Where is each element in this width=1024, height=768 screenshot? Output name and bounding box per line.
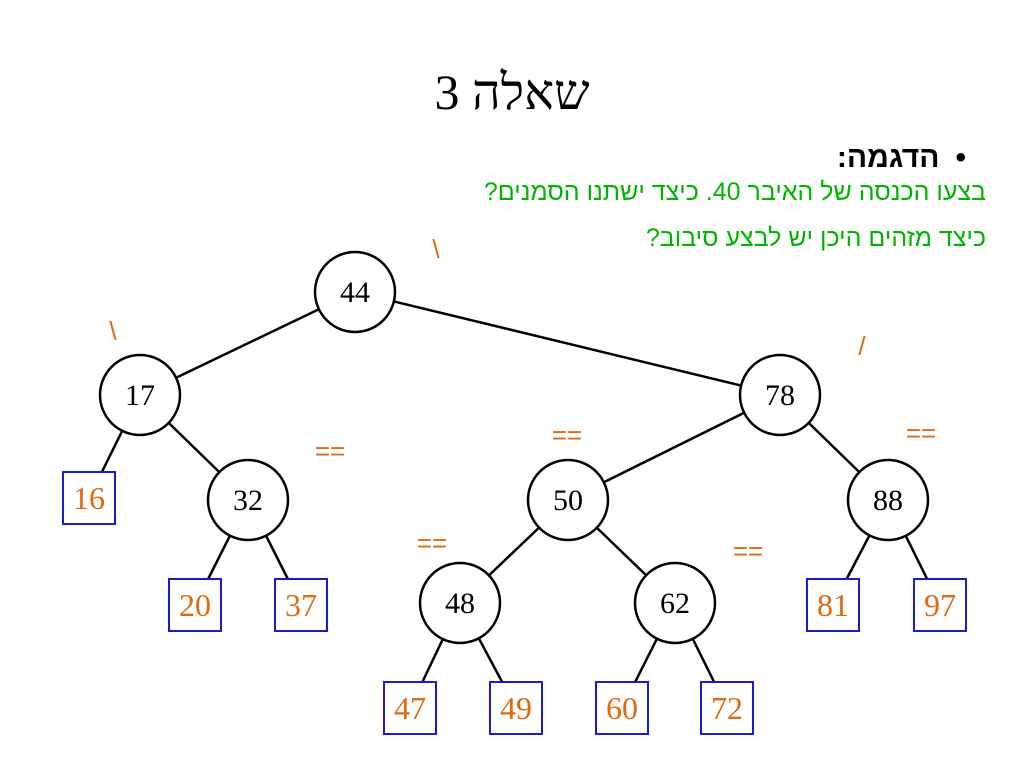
leaf-label: 60 — [606, 690, 638, 726]
node-label: 78 — [765, 379, 795, 412]
node-circle — [738, 353, 822, 437]
tree-leaves: 16 20 37 47 49 60 72 81 97 — [62, 471, 967, 735]
node-circle — [98, 353, 182, 437]
leaf-label: 81 — [817, 587, 849, 623]
node-label: 17 — [125, 379, 155, 412]
tree-node-44: 44 — [313, 250, 397, 334]
edge-n32-l37 — [264, 535, 289, 580]
leaf-box — [806, 578, 860, 632]
edge-n50-n48 — [488, 526, 540, 577]
edge-n78-n50 — [603, 411, 745, 484]
balance-mark-n44: \ — [432, 234, 440, 264]
node-circle — [633, 561, 717, 645]
edge-n17-l16 — [100, 430, 124, 473]
leaf-box — [913, 578, 967, 632]
node-label: 48 — [445, 587, 475, 620]
tree-leaf-97: 97 — [913, 578, 967, 632]
leaf-box — [62, 471, 116, 525]
balance-mark-n50: == — [552, 420, 582, 450]
question-line-1: בצעו הכנסה של האיבר 40. כיצד ישתנו הסמני… — [483, 178, 986, 206]
edge-n44-n78 — [393, 300, 742, 387]
edge-n17-n32 — [167, 421, 221, 474]
tree-node-88: 88 — [846, 458, 930, 542]
tree-edges — [100, 300, 929, 683]
node-circle — [526, 458, 610, 542]
leaf-label: 97 — [924, 587, 956, 623]
slide-title: שאלה 3 — [434, 64, 590, 120]
edge-n44-n17 — [175, 308, 320, 379]
node-label: 62 — [660, 587, 690, 620]
balance-mark-n17: \ — [109, 316, 117, 346]
node-circle — [418, 561, 502, 645]
leaf-label: 72 — [711, 690, 743, 726]
question-line-2: כיצד מזהים היכן יש לבצע סיבוב? — [645, 224, 986, 252]
leaf-label: 37 — [285, 587, 317, 623]
tree-nodes: 44 17 78 32 50 88 48 62 — [98, 250, 930, 645]
leaf-box — [595, 681, 649, 735]
tree-node-62: 62 — [633, 561, 717, 645]
node-label: 32 — [233, 484, 263, 517]
leaf-label: 16 — [73, 480, 105, 516]
edge-n62-l60 — [634, 638, 659, 683]
tree-leaf-49: 49 — [489, 681, 543, 735]
leaf-box — [274, 578, 328, 632]
leaf-box — [383, 681, 437, 735]
balance-mark-n48: == — [417, 528, 447, 558]
balance-mark-n78: / — [858, 331, 866, 361]
tree-leaf-20: 20 — [168, 578, 222, 632]
leaf-box — [489, 681, 543, 735]
tree-leaf-72: 72 — [700, 681, 754, 735]
leaf-label: 47 — [394, 690, 426, 726]
edge-n88-l97 — [904, 535, 929, 580]
tree-leaf-81: 81 — [806, 578, 860, 632]
bullet-dot-icon: • — [955, 141, 966, 174]
tree-node-50: 50 — [526, 458, 610, 542]
node-label: 50 — [553, 484, 583, 517]
node-label: 44 — [340, 276, 370, 309]
edge-n78-n88 — [807, 421, 861, 474]
leaf-label: 49 — [500, 690, 532, 726]
tree-leaf-37: 37 — [274, 578, 328, 632]
edge-n32-l20 — [207, 535, 232, 580]
node-circle — [846, 458, 930, 542]
tree-leaf-16: 16 — [62, 471, 116, 525]
balance-mark-n32: == — [315, 436, 345, 466]
leaf-box — [700, 681, 754, 735]
leaf-label: 20 — [179, 587, 211, 623]
tree-node-17: 17 — [98, 353, 182, 437]
tree-leaf-47: 47 — [383, 681, 437, 735]
node-circle — [313, 250, 397, 334]
leaf-box — [168, 578, 222, 632]
edge-n48-l49 — [477, 637, 504, 683]
node-circle — [206, 458, 290, 542]
bullet-text: הדגמה: — [836, 141, 940, 174]
balance-mark-n62: == — [733, 536, 763, 566]
edge-n62-l72 — [691, 638, 716, 683]
node-label: 88 — [873, 484, 903, 517]
tree-node-32: 32 — [206, 458, 290, 542]
tree-leaf-60: 60 — [595, 681, 649, 735]
balance-mark-n88: == — [906, 418, 936, 448]
edge-n48-l47 — [421, 638, 444, 683]
bullet-heading: • הדגמה: — [837, 138, 966, 178]
edge-n88-l81 — [845, 534, 871, 580]
tree-node-78: 78 — [738, 353, 822, 437]
tree-node-48: 48 — [418, 561, 502, 645]
edge-n50-n62 — [595, 526, 648, 577]
balance-marks: \ \ / == == == == == — [109, 234, 936, 566]
